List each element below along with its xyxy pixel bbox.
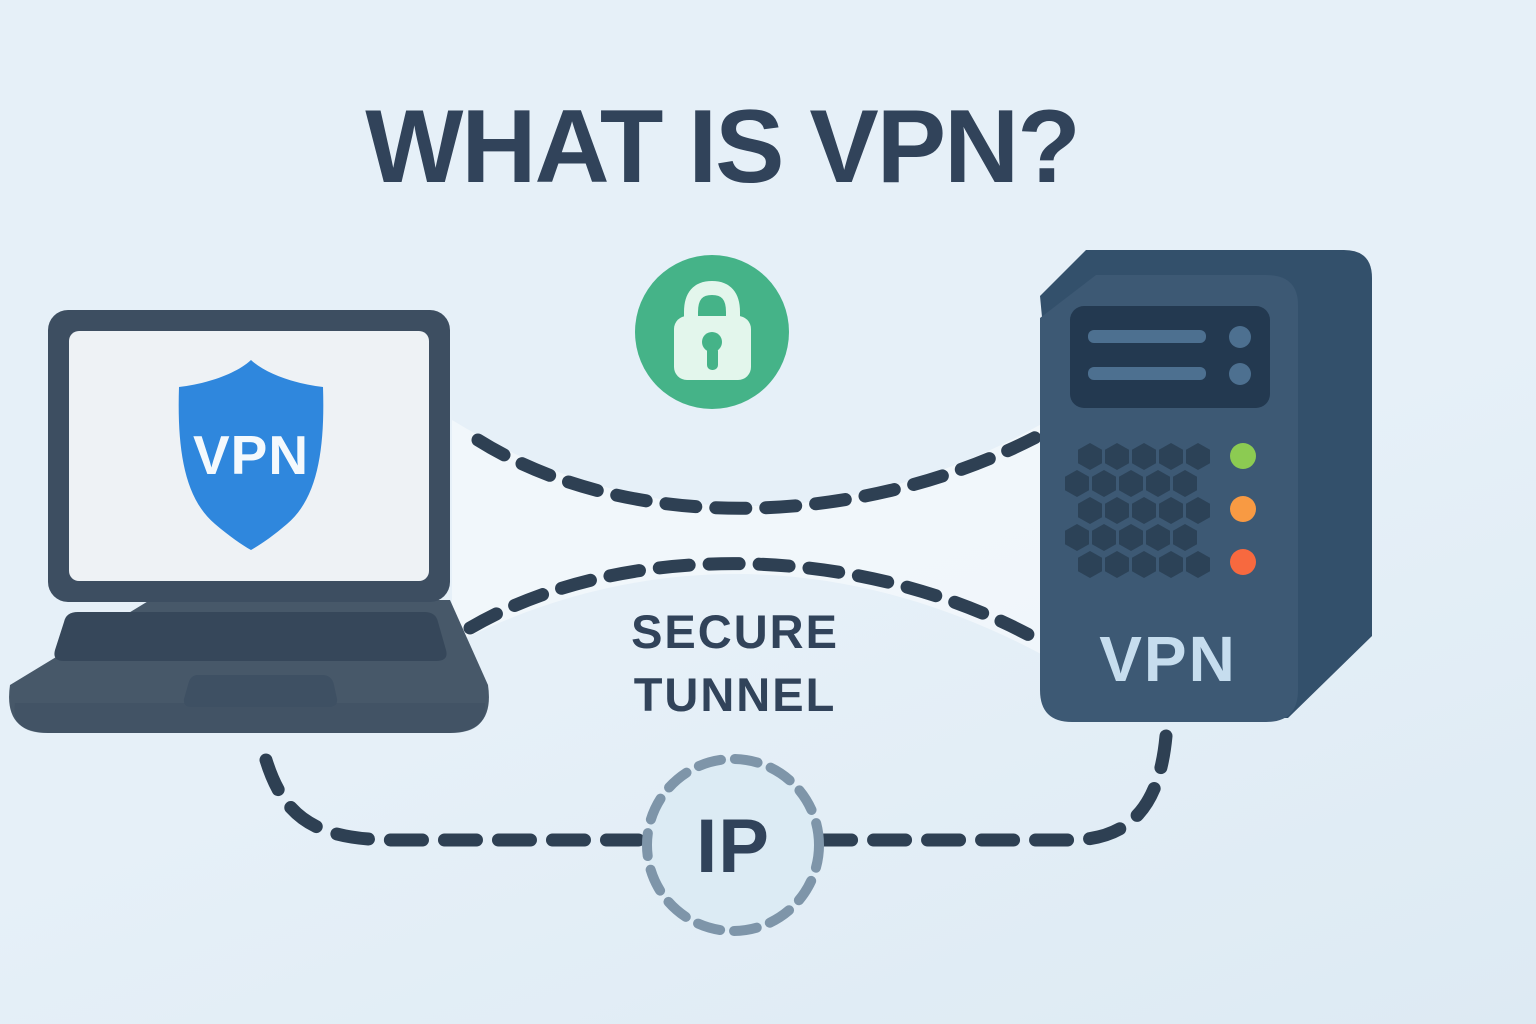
status-led-green xyxy=(1230,443,1256,469)
lock-icon xyxy=(674,280,751,380)
tunnel-top-dashed-line xyxy=(471,427,1049,515)
shield-icon: VPN xyxy=(178,360,324,550)
vent-hex xyxy=(1119,524,1143,551)
vent-hex xyxy=(1159,551,1183,578)
vent-hex xyxy=(1092,470,1116,497)
vent-hex xyxy=(1065,524,1089,551)
vent-hex xyxy=(1078,497,1102,524)
vent-hex xyxy=(1078,443,1102,470)
vent-hex xyxy=(1186,497,1210,524)
server-label: VPN xyxy=(1099,623,1237,695)
vent-hex xyxy=(1159,443,1183,470)
ip-route-left-dashed-line xyxy=(259,753,647,847)
laptop-base-lip xyxy=(14,703,486,733)
vent-hex xyxy=(1119,470,1143,497)
status-led-red xyxy=(1230,549,1256,575)
vent-hex xyxy=(1159,497,1183,524)
lock-badge xyxy=(635,255,789,409)
vent-hex xyxy=(1173,524,1197,551)
vent-hex xyxy=(1132,551,1156,578)
ip-node: IP xyxy=(642,754,824,936)
drive-bay-dot xyxy=(1229,326,1251,348)
vent-hex xyxy=(1078,551,1102,578)
laptop-keyboard xyxy=(54,612,447,661)
vent-hex xyxy=(1146,524,1170,551)
vent-hex xyxy=(1186,551,1210,578)
drive-bay-dot xyxy=(1229,363,1251,385)
vent-hex xyxy=(1105,551,1129,578)
laptop-trackpad xyxy=(183,675,338,707)
ip-route-right-dashed-line xyxy=(817,729,1173,847)
vent-hex xyxy=(1092,524,1116,551)
vpn-server: VPN xyxy=(1040,250,1372,722)
vent-hex xyxy=(1146,470,1170,497)
tunnel-glow xyxy=(452,418,1052,660)
ip-label: IP xyxy=(696,804,770,889)
tunnel-label-line2: TUNNEL xyxy=(634,668,837,721)
ip-circle xyxy=(642,754,824,936)
vent-hex xyxy=(1105,443,1129,470)
vent-hex xyxy=(1105,497,1129,524)
vent-hex xyxy=(1132,443,1156,470)
laptop-shield-label: VPN xyxy=(193,424,309,486)
tunnel-bottom-dashed-line xyxy=(463,557,1049,649)
drive-bay-slot xyxy=(1088,367,1206,380)
server-drive-bay xyxy=(1070,306,1270,408)
tunnel-label-line1: SECURE xyxy=(631,605,839,658)
server-vent-hex-grid xyxy=(1065,443,1210,578)
vent-hex xyxy=(1132,497,1156,524)
page-title: WHAT IS VPN? xyxy=(365,89,1079,205)
status-led-orange xyxy=(1230,496,1256,522)
laptop: VPN xyxy=(9,310,489,733)
vent-hex xyxy=(1173,470,1197,497)
drive-bay-slot xyxy=(1088,330,1206,343)
vent-hex xyxy=(1186,443,1210,470)
vent-hex xyxy=(1065,470,1089,497)
